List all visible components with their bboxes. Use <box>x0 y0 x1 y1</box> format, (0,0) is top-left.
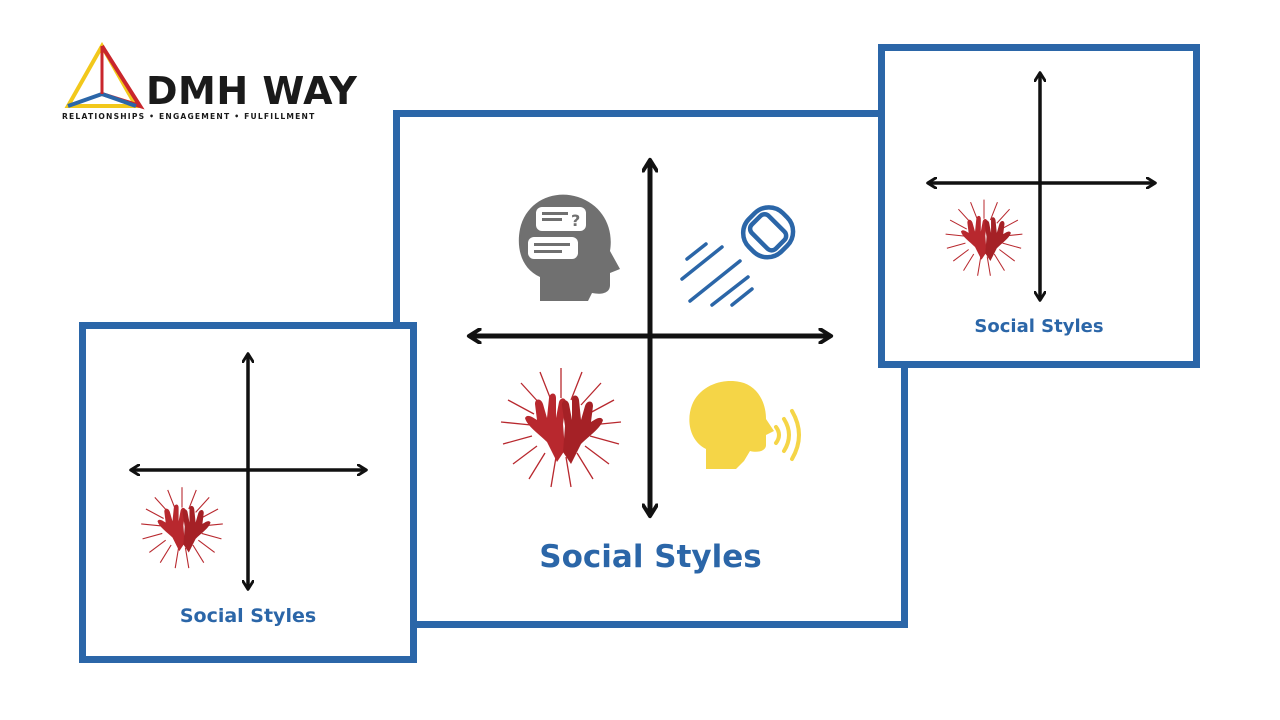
triangle-logo-icon <box>64 42 145 110</box>
svg-text:?: ? <box>571 211 580 230</box>
clapping-hands-icon <box>141 487 223 569</box>
clapping-hands-icon <box>500 368 622 488</box>
speeding-car-icon <box>680 205 796 307</box>
logo-name: DMH WAY <box>146 69 358 113</box>
dmh-way-logo: DMH WAY RELATIONSHIPS • ENGAGEMENT • FUL… <box>62 42 362 127</box>
logo-tagline: RELATIONSHIPS • ENGAGEMENT • FULFILLMENT <box>62 112 316 121</box>
thinking-head-icon: ? <box>518 194 620 301</box>
quadrant-diagram: ? <box>400 117 901 621</box>
quadrant-diagram-small <box>885 51 1193 361</box>
clapping-hands-icon <box>945 199 1023 276</box>
social-styles-left-panel: Social Styles <box>79 322 417 663</box>
social-styles-main-panel: ? <box>393 110 908 628</box>
panel-caption: Social Styles <box>974 316 1104 337</box>
panel-caption: Social Styles <box>539 539 762 575</box>
panel-caption: Social Styles <box>179 605 317 627</box>
social-styles-right-panel: Social Styles <box>878 44 1200 368</box>
quadrant-diagram-small <box>86 329 410 656</box>
speaking-head-icon <box>689 381 801 469</box>
